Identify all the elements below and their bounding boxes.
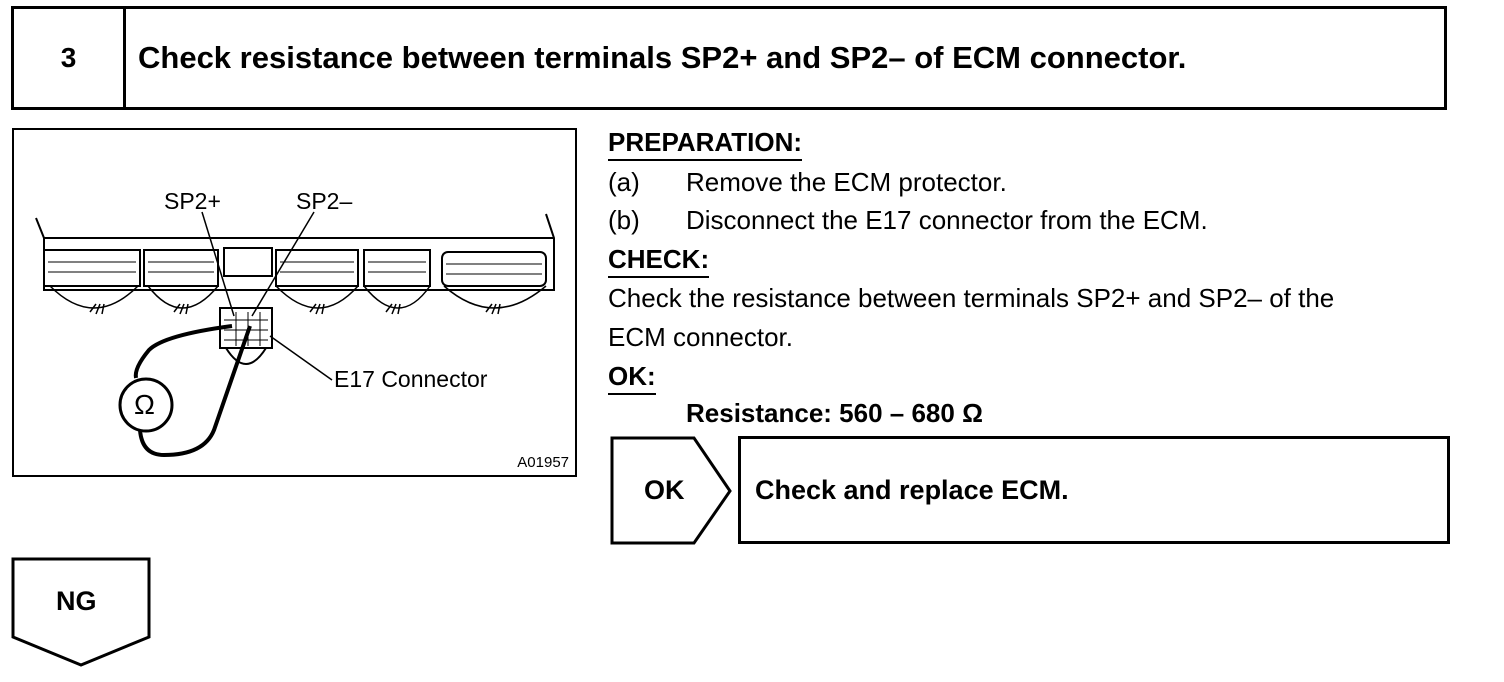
figure-id: A01957 bbox=[517, 454, 569, 471]
check-line-2: ECM connector. bbox=[608, 322, 793, 352]
prep-item-b-marker: (b) bbox=[608, 205, 640, 235]
label-sp2-minus: SP2– bbox=[296, 188, 353, 214]
prep-item-b-text: Disconnect the E17 connector from the EC… bbox=[686, 205, 1208, 235]
ok-arrow-tag bbox=[610, 436, 732, 545]
ng-tag-label: NG bbox=[56, 586, 97, 616]
check-line-1: Check the resistance between terminals S… bbox=[608, 283, 1335, 313]
prep-item-a-text: Remove the ECM protector. bbox=[686, 167, 1007, 197]
ecm-connector-drawing bbox=[35, 211, 555, 458]
resistance-spec: Resistance: 560 – 680 Ω bbox=[686, 398, 983, 428]
ok-tag-label: OK bbox=[644, 475, 685, 505]
ok-action-box: Check and replace ECM. bbox=[738, 436, 1450, 544]
label-sp2-plus: SP2+ bbox=[164, 188, 221, 214]
label-e17-connector: E17 Connector bbox=[334, 366, 488, 392]
ohmmeter-icon bbox=[118, 377, 174, 433]
check-heading: CHECK: bbox=[608, 244, 710, 278]
ng-arrow-tag bbox=[11, 557, 151, 667]
step-header: 3 Check resistance between terminals SP2… bbox=[11, 6, 1447, 110]
step-number: 3 bbox=[14, 9, 126, 107]
prep-item-a-marker: (a) bbox=[608, 167, 640, 197]
ohm-symbol: Ω bbox=[134, 389, 155, 420]
ok-heading: OK: bbox=[608, 361, 656, 395]
preparation-heading: PREPARATION: bbox=[608, 127, 803, 161]
connector-illustration: SP2+ SP2– E17 Connector Ω A01957 bbox=[12, 128, 577, 477]
step-title: Check resistance between terminals SP2+ … bbox=[138, 40, 1187, 75]
ok-action-text: Check and replace ECM. bbox=[755, 474, 1069, 505]
